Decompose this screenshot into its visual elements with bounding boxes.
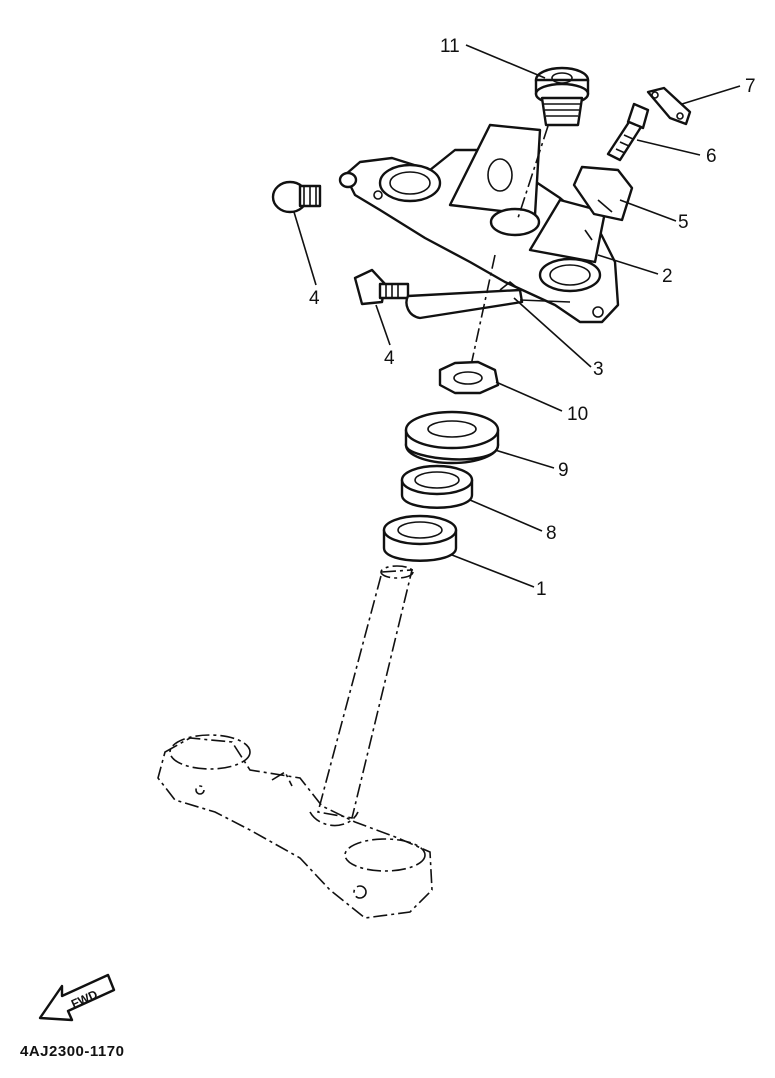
under-bracket	[157, 565, 433, 919]
callout-11: 11	[440, 36, 460, 57]
ring-nut	[438, 360, 500, 395]
callout-8: 8	[546, 523, 557, 544]
dust-seal	[404, 410, 500, 465]
callout-4a: 4	[309, 288, 320, 309]
pinch-bolt	[606, 102, 650, 162]
handlebar-holder-cap	[572, 165, 634, 222]
upper-bracket	[343, 123, 620, 324]
callout-5: 5	[678, 212, 689, 233]
bolt-lower	[353, 268, 410, 306]
bearing-lower	[382, 514, 458, 562]
callout-6: 6	[706, 146, 717, 167]
callout-2: 2	[662, 266, 673, 287]
callout-3: 3	[593, 359, 604, 380]
bolt-upper	[271, 171, 358, 214]
top-nut	[534, 66, 590, 127]
drawing-code: 4AJ2300-1170	[20, 1043, 124, 1060]
callout-7: 7	[745, 76, 756, 97]
callout-1: 1	[536, 579, 547, 600]
leader-lines	[293, 44, 741, 588]
callout-10: 10	[567, 404, 588, 425]
callout-4b: 4	[384, 348, 395, 369]
bearing-upper	[400, 464, 474, 509]
cable-guide	[405, 280, 571, 320]
callout-9: 9	[558, 460, 569, 481]
fwd-arrow: FWD	[38, 973, 116, 1022]
callouts: 11 7 6 5 2 4 4 3 10 9 8 1	[309, 36, 756, 600]
clip-plate	[646, 86, 692, 126]
